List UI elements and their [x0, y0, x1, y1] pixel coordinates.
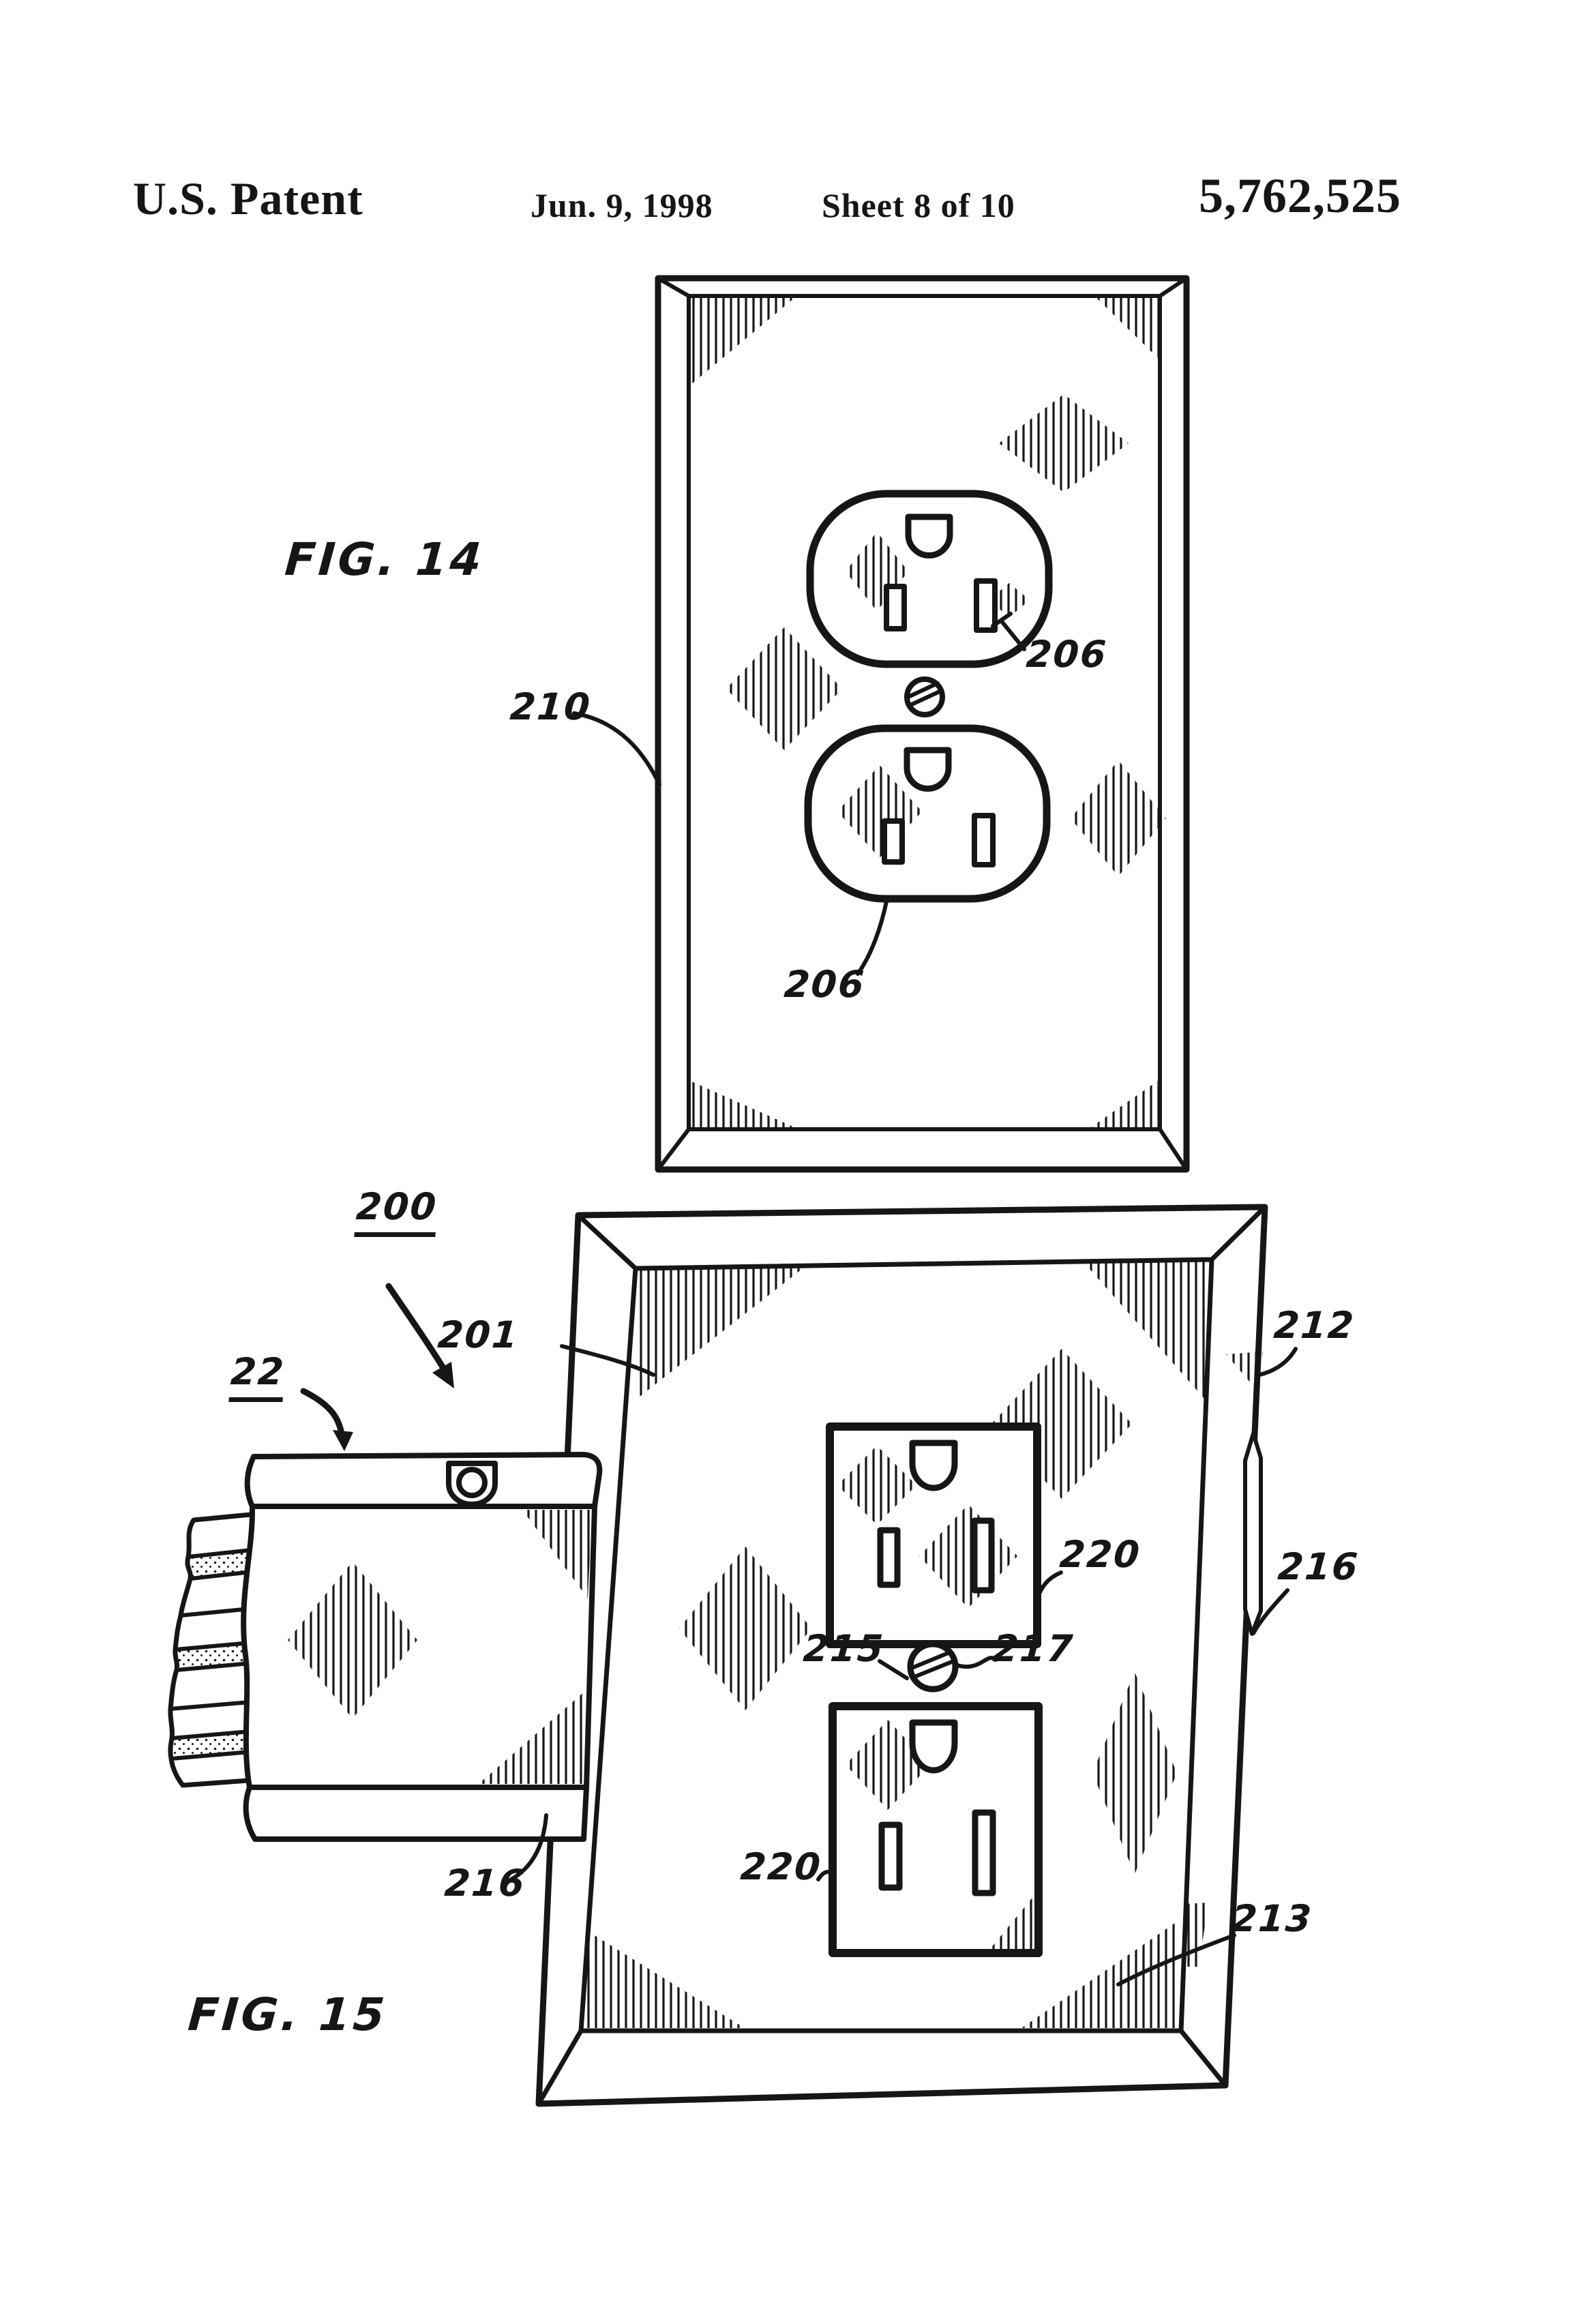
fig15-receptacle-window-bottom [829, 1702, 1043, 1957]
fig14-ref-210: 210 [508, 685, 593, 728]
fig15-ref-216-left: 216 [443, 1862, 527, 1905]
fig14-receptacle-bottom [804, 724, 1051, 903]
connector-top-band [244, 1452, 603, 1509]
connector-bottom-band [243, 1785, 589, 1842]
fig15-ref-22: 22 [228, 1350, 286, 1402]
fig14-face-hatching [726, 394, 1166, 876]
fig14-screw [904, 676, 945, 717]
fig15-ground-hole-bottom [909, 1719, 958, 1774]
fig14-ground-hole-bottom [904, 747, 952, 792]
fig14-slot-left-bottom [882, 818, 905, 865]
fig15-leader-lines [507, 1344, 1298, 1986]
fig15-screw [907, 1641, 959, 1693]
fig15-ref-215: 215 [801, 1627, 886, 1670]
fig15-ref-217: 217 [991, 1627, 1075, 1670]
fig14-receptacle-top [806, 490, 1053, 668]
fig15-slot-right-top [971, 1517, 995, 1594]
fig14-ref-206-bottom: 206 [782, 963, 867, 1006]
fig15-side-slot [1243, 1431, 1263, 1636]
fig15-ref-200: 200 [354, 1185, 439, 1237]
patent-title: U.S. Patent [133, 173, 363, 224]
fig15-ground-hole-top [909, 1440, 958, 1491]
fig15-ref-216-right: 216 [1276, 1545, 1360, 1588]
fig14-outlet-plate [572, 275, 1190, 1173]
patent-date: Jun. 9, 1998 [531, 186, 713, 224]
fig15-ref-213: 213 [1229, 1897, 1314, 1940]
fig15-hatching [584, 1262, 1263, 2028]
fig15-ref-220-top: 220 [1058, 1533, 1142, 1576]
fig15-ref-220-bottom: 220 [738, 1845, 823, 1888]
fig15-receptacle-window-top [826, 1422, 1041, 1648]
fig15-ref-201: 201 [436, 1313, 520, 1356]
fig14-ref-206-top: 206 [1024, 633, 1109, 676]
fig15-ref-212: 212 [1272, 1304, 1356, 1347]
fig15-arrows [300, 1283, 454, 1451]
fig14-leader-lines [572, 612, 1026, 976]
fig15-connector [241, 1452, 603, 1842]
fig15-cable [168, 1511, 260, 1788]
connector-body [241, 1504, 597, 1790]
fig15-caption: FIG. 15 [186, 1988, 389, 2041]
fig15-slot-left-bottom [878, 1821, 903, 1891]
fig15-slot-right-bottom [972, 1809, 996, 1896]
fig14-slot-right-bottom [972, 813, 996, 867]
sheet-number: Sheet 8 of 10 [822, 186, 1015, 224]
fig14-ground-hole-top [905, 513, 953, 558]
fig14-caption: FIG. 14 [283, 533, 486, 586]
fig15-slot-left-top [877, 1527, 901, 1588]
fig15-assembly [168, 1204, 1298, 2107]
fig14-slot-left-top [884, 584, 907, 631]
fig14-corner-hatching [690, 298, 1158, 1127]
patent-number: 5,762,525 [1199, 168, 1401, 223]
fig14-slot-right-top [974, 578, 998, 633]
connector-keyhole-ring [456, 1467, 488, 1498]
